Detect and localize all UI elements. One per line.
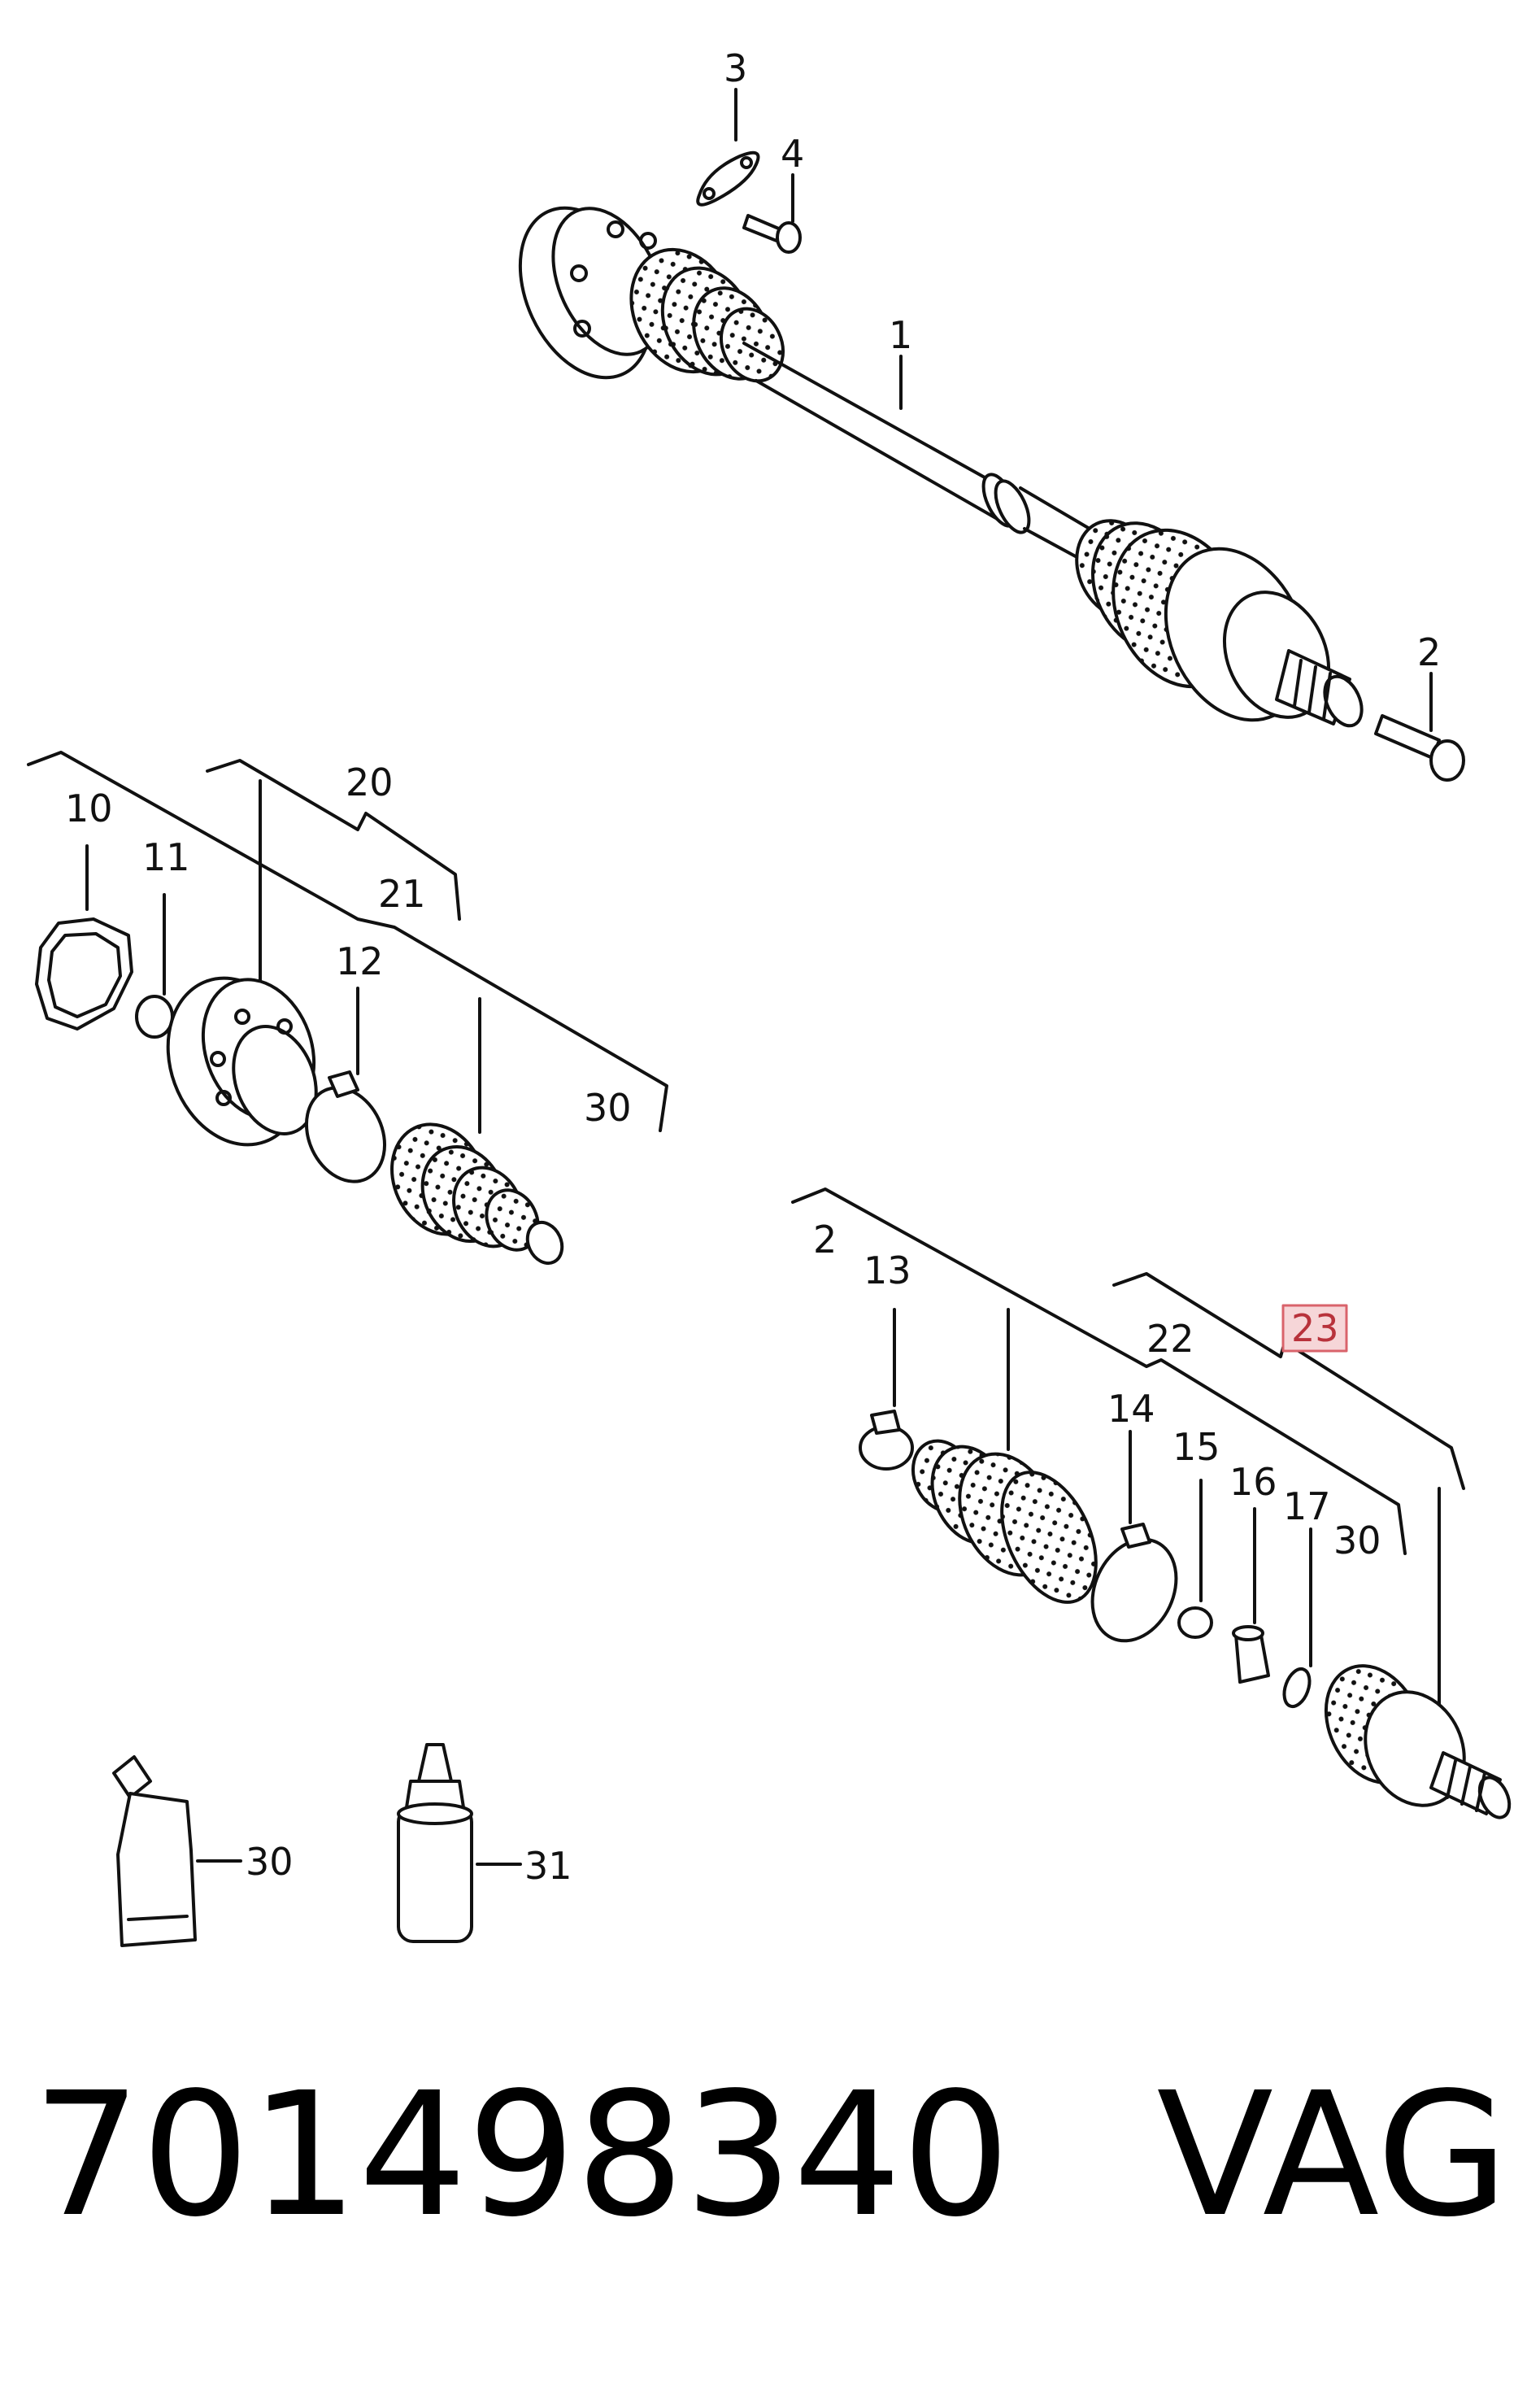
callout-15: 15 xyxy=(1172,1425,1220,1469)
callout-20: 20 xyxy=(346,760,394,804)
outer-spline-stub xyxy=(1275,649,1364,728)
callout-30-kit: 30 xyxy=(1333,1519,1381,1562)
gasket-part-10 xyxy=(35,917,133,1031)
washer-plate-part-3 xyxy=(696,150,760,207)
ring-part-15 xyxy=(1177,1606,1213,1639)
bolt-part-4 xyxy=(742,214,802,254)
callout-21: 21 xyxy=(378,872,426,916)
sealant-bottle-icon xyxy=(397,1743,473,1943)
callout-2-bolt: 2 xyxy=(1417,630,1441,674)
shaft-damper-ring xyxy=(981,473,1031,534)
outer-boot xyxy=(1075,519,1331,722)
callout-30-mid: 30 xyxy=(584,1086,632,1130)
inner-joint-kit-bracket xyxy=(27,751,668,1134)
callout-10: 10 xyxy=(65,787,113,830)
callout-14: 14 xyxy=(1107,1387,1155,1431)
spacer-part-16 xyxy=(1232,1625,1270,1684)
callout-3: 3 xyxy=(724,46,747,90)
inner-cv-joint-housing xyxy=(166,976,318,1147)
shaft-bar xyxy=(742,342,1002,522)
circlip-part-11 xyxy=(135,995,174,1039)
callout-23: 23 xyxy=(1291,1306,1339,1350)
callout-13: 13 xyxy=(864,1248,911,1292)
callout-31: 31 xyxy=(524,1844,572,1888)
brand-name: VAG xyxy=(1156,2055,1509,2255)
drive-shaft-assembly xyxy=(518,206,1364,728)
inner-boot xyxy=(629,247,785,383)
clamp-part-13 xyxy=(859,1410,914,1471)
callout-22: 22 xyxy=(1146,1317,1194,1361)
callout-12: 12 xyxy=(336,939,384,983)
callout-1: 1 xyxy=(889,313,912,357)
callout-4: 4 xyxy=(781,132,804,176)
callout-23-highlight-box xyxy=(1281,1304,1348,1353)
grease-tube-icon xyxy=(112,1755,197,1947)
clamp-part-12 xyxy=(304,1070,387,1183)
footer-caption: 701498340 VAG xyxy=(33,2050,1512,2261)
callout-17: 17 xyxy=(1283,1484,1331,1528)
outer-cv-joint-part-23 xyxy=(1324,1664,1512,1819)
clamp-part-14 xyxy=(1090,1523,1178,1643)
callout-11: 11 xyxy=(142,835,190,879)
inner-boot-part-21 xyxy=(390,1122,564,1266)
callout-2-kit: 2 xyxy=(813,1218,837,1262)
bolt-part-2 xyxy=(1374,714,1465,782)
callout-30-tube: 30 xyxy=(246,1840,294,1884)
outer-boot-part-22 xyxy=(911,1439,1098,1604)
callout-labels: 3 4 1 2 10 11 20 21 12 30 2 13 22 23 14 … xyxy=(65,46,1441,1888)
callout-16: 16 xyxy=(1229,1460,1277,1504)
circlip-part-17 xyxy=(1282,1667,1312,1709)
part-number: 701498340 xyxy=(33,2055,1011,2255)
